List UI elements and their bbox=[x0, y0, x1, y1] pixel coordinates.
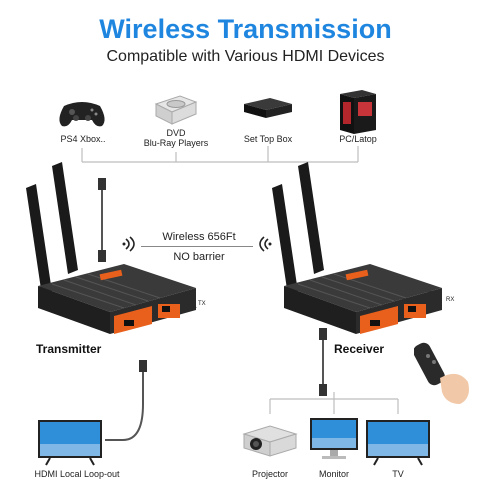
page-title: Wireless Transmission bbox=[99, 14, 392, 44]
remote-control-icon bbox=[414, 342, 469, 404]
transmitter-label: Transmitter bbox=[36, 342, 102, 356]
link-divider bbox=[141, 246, 253, 247]
tv-icon bbox=[366, 420, 430, 466]
output-label-tv: TV bbox=[392, 469, 404, 479]
monitor-icon bbox=[310, 418, 358, 459]
source-label-dvd: DVD Blu-Ray Players bbox=[143, 128, 209, 148]
output-label-projector: Projector bbox=[251, 469, 288, 479]
source-label-ps4: PS4 Xbox.. bbox=[60, 134, 106, 144]
source-label-settopbox: Set Top Box bbox=[243, 134, 293, 144]
wifi-signal-left-icon bbox=[122, 236, 135, 252]
loopout-label: HDMI Local Loop-out bbox=[34, 469, 120, 479]
set-top-box-icon bbox=[244, 98, 292, 118]
page-subtitle: Compatible with Various HDMI Devices bbox=[106, 48, 385, 65]
projector-icon bbox=[242, 425, 298, 457]
pc-tower-icon bbox=[340, 90, 376, 134]
gamepad-icon bbox=[59, 102, 105, 127]
transmitter-device bbox=[26, 162, 196, 334]
link-barrier-label: NO barrier bbox=[173, 251, 225, 263]
receiver-label: Receiver bbox=[334, 342, 385, 356]
output-label-monitor: Monitor bbox=[318, 469, 349, 479]
receiver-device bbox=[272, 162, 442, 334]
wifi-signal-right-icon bbox=[259, 236, 272, 252]
link-distance-label: Wireless 656Ft bbox=[162, 231, 236, 243]
dvd-player-icon bbox=[154, 95, 198, 125]
loopout-tv-icon bbox=[38, 420, 102, 466]
source-label-pc: PC/Latop bbox=[339, 134, 377, 144]
tx-port-tag: TX bbox=[198, 301, 206, 307]
rx-port-tag: RX bbox=[446, 297, 455, 303]
